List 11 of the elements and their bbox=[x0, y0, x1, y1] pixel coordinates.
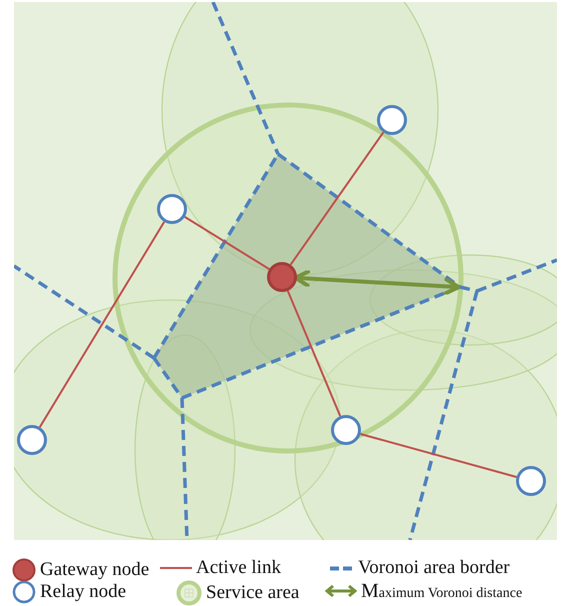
legend-label: Active link bbox=[196, 558, 281, 579]
link-line bbox=[38, 221, 166, 428]
link-line bbox=[360, 433, 517, 478]
legend-label: Service area bbox=[206, 582, 300, 604]
legend-label: Gateway node bbox=[40, 560, 150, 580]
link-line bbox=[184, 216, 270, 270]
legend-label: Maximum Voronoi distance bbox=[361, 580, 522, 602]
link-line bbox=[290, 132, 384, 266]
legend-label: Voronoi area border bbox=[358, 558, 510, 579]
legend-label: Relay node bbox=[40, 582, 126, 602]
link-line bbox=[286, 290, 342, 417]
